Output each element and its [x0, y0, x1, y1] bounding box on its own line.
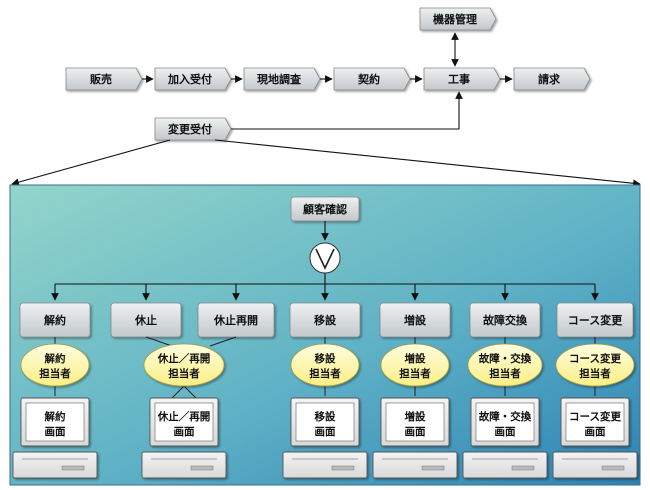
- role-oval-zosetsu: [380, 343, 450, 387]
- task-label: 移設: [314, 313, 337, 327]
- top-flow: [65, 7, 591, 141]
- screen-line1: コース変更: [569, 410, 621, 423]
- screen-line1: 故障・交換: [479, 410, 532, 423]
- computer-icons: [12, 397, 638, 479]
- top-flow-arrows: [11, 32, 641, 188]
- role-line2: 担当者: [489, 367, 521, 380]
- branch-lines: [51, 273, 599, 301]
- role-oval-kosho-kokan: [467, 343, 543, 387]
- task-label: 故障交換: [483, 313, 528, 327]
- task-label: 休止: [134, 313, 157, 327]
- top-flow-labels: 販売 加入受付 現地調査 契約 工事 請求 機器管理 変更受付: [90, 12, 561, 136]
- computer-icon: [552, 397, 638, 479]
- role-line1: 故障・交換: [479, 352, 532, 365]
- label-koji: 工事: [448, 72, 470, 86]
- task-labels: 解約 休止 休止再開 移設 増設 故障交換 コース変更: [44, 313, 623, 327]
- or-gateway-symbol: [315, 248, 335, 270]
- flow-box-seikyu: [513, 67, 591, 91]
- role-line2: 担当者: [168, 367, 200, 380]
- flow-box-hanbai: [65, 67, 143, 91]
- screen-line2: 画面: [585, 426, 606, 438]
- role-line1: 解約: [44, 352, 66, 365]
- flow-box-koji: [423, 67, 501, 91]
- flow-box-kanyu-uketsuke: [154, 67, 232, 91]
- computer-icon: [372, 397, 458, 479]
- flow-box-keiyaku: [333, 67, 411, 91]
- role-line2: 担当者: [579, 367, 611, 380]
- task-label: コース変更: [568, 313, 623, 327]
- flow-box-henko-uketsuke: [154, 117, 232, 141]
- label-henko-uketsuke: 変更受付: [168, 122, 212, 136]
- role-line1: コース変更: [569, 352, 621, 365]
- screen-line2: 画面: [45, 426, 66, 438]
- task-label: 増設: [404, 313, 427, 327]
- computer-icon: [12, 397, 98, 479]
- role-line2: 担当者: [39, 367, 71, 380]
- role-oval-kaiyaku: [20, 343, 90, 387]
- screen-line1: 解約: [44, 410, 66, 423]
- screen-line1: 休止／再開: [157, 410, 211, 423]
- label-kiki-kanri: 機器管理: [433, 12, 477, 26]
- screen-line2: 画面: [405, 426, 426, 438]
- label-keiyaku: 契約: [357, 72, 380, 86]
- screen-line2: 画面: [174, 426, 195, 438]
- role-oval-course-henko: [555, 343, 635, 387]
- screen-line1: 移設: [315, 410, 336, 423]
- computer-icon: [141, 397, 227, 479]
- role-line2: 担当者: [399, 367, 431, 380]
- role-line1: 休止／再開: [157, 352, 211, 365]
- role-line1: 増設: [405, 352, 426, 365]
- screen-labels: 解約 画面 休止／再開 画面 移設 画面 増設 画面 故障・交換 画面 コース変…: [44, 410, 622, 438]
- screen-line2: 画面: [315, 426, 336, 438]
- flow-box-kiki-kanri: [419, 7, 497, 31]
- role-line1: 移設: [315, 352, 336, 365]
- task-label: 休止再開: [213, 313, 258, 327]
- role-oval-kyushi-saikai: [143, 343, 225, 387]
- label-hanbai: 販売: [90, 72, 112, 86]
- screen-line2: 画面: [495, 426, 516, 438]
- label-seikyu: 請求: [538, 72, 561, 86]
- role-ovals: [20, 343, 635, 387]
- computer-icon: [462, 397, 548, 479]
- label-genchi-chosa: 現地調査: [257, 72, 301, 86]
- role-line2: 担当者: [309, 367, 341, 380]
- task-boxes: [19, 302, 634, 338]
- computer-icon: [282, 397, 368, 479]
- screen-line1: 増設: [405, 410, 426, 423]
- role-labels: 解約 担当者 休止／再開 担当者 移設 担当者 増設 担当者 故障・交換 担当者…: [39, 352, 621, 380]
- flow-box-genchi-chosa: [243, 67, 321, 91]
- label-kanyu-uketsuke: 加入受付: [167, 72, 212, 86]
- role-oval-isetsu: [290, 343, 360, 387]
- label-kokyaku-kakunin: 顧客確認: [303, 202, 347, 216]
- task-label: 解約: [44, 313, 66, 327]
